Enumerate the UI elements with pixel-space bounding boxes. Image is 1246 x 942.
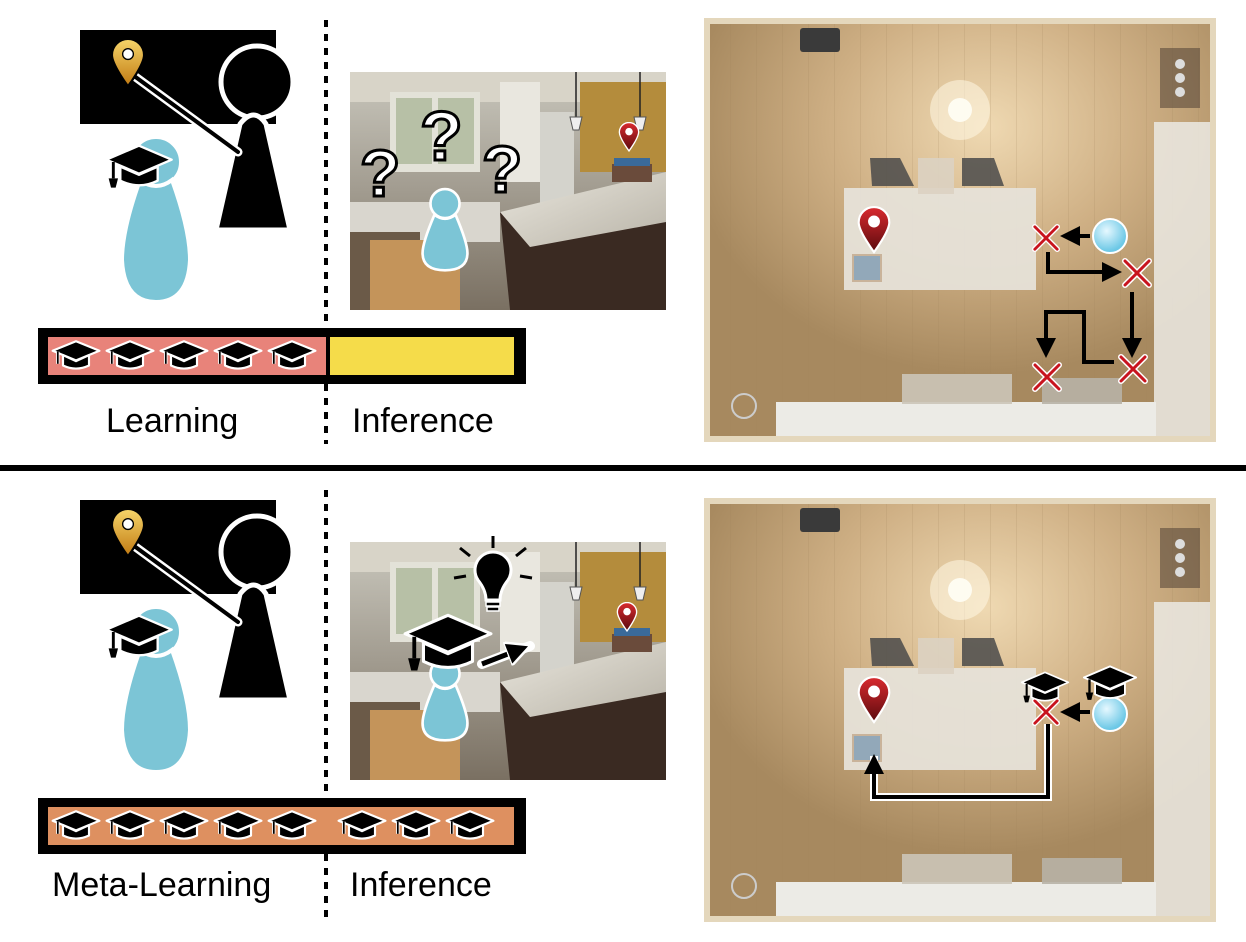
question-mark-icon: ? bbox=[420, 97, 463, 175]
top-down-map bbox=[704, 18, 1216, 442]
question-mark-icon: ? bbox=[360, 136, 400, 210]
top-panel: ? ? ? bbox=[38, 18, 1216, 444]
teacher-scene bbox=[80, 500, 293, 772]
section-divider bbox=[0, 465, 1246, 471]
first-person-kitchen-view bbox=[350, 536, 666, 780]
agent-icon bbox=[1092, 218, 1128, 254]
arrow-icon bbox=[1046, 252, 1122, 282]
inference-segment bbox=[330, 337, 514, 375]
learning-label: Learning bbox=[106, 402, 239, 440]
top-down-map bbox=[704, 498, 1216, 922]
arrow-icon bbox=[864, 724, 1050, 799]
meta-learning-inference-bar bbox=[38, 798, 526, 854]
question-mark-icon: ? bbox=[482, 132, 522, 206]
arrow-icon bbox=[481, 647, 526, 667]
bottom-panel bbox=[38, 490, 1216, 922]
lightbulb-icon bbox=[453, 536, 533, 612]
first-person-kitchen-view: ? ? ? bbox=[350, 72, 666, 310]
meta-learning-label: Meta-Learning bbox=[52, 866, 272, 904]
inference-label: Inference bbox=[350, 866, 492, 904]
inference-label: Inference bbox=[352, 402, 494, 440]
arrow-icon bbox=[1036, 310, 1114, 364]
agent-icon bbox=[1092, 696, 1128, 732]
teacher-scene bbox=[80, 30, 293, 302]
learning-inference-bar bbox=[38, 328, 526, 384]
